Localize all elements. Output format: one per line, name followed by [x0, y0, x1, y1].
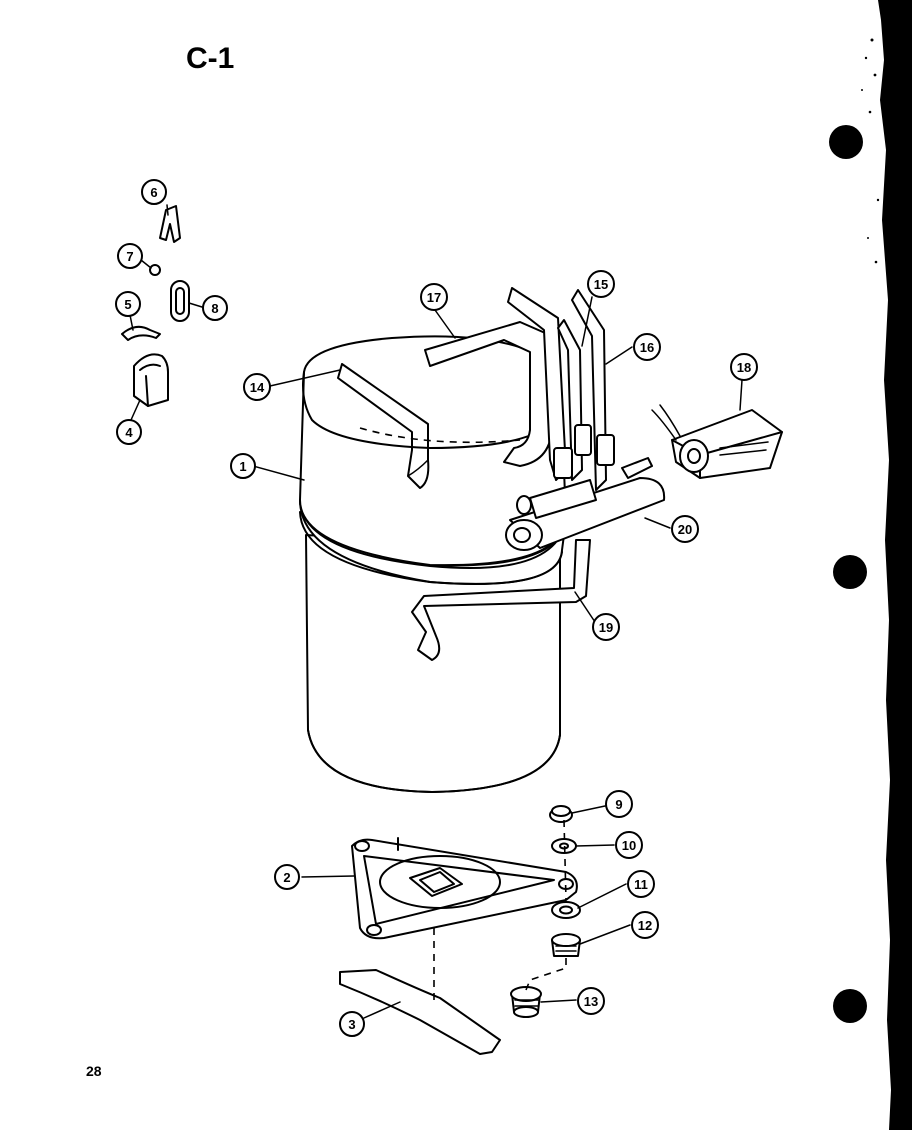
svg-text:10: 10	[622, 838, 636, 853]
svg-text:3: 3	[348, 1017, 355, 1032]
callout-18: 18	[730, 353, 758, 381]
bracket-strap-part	[339, 969, 501, 1055]
compressor-body	[299, 335, 567, 793]
callout-4: 4	[116, 419, 142, 445]
page-number: 28	[86, 1063, 102, 1079]
callout-10: 10	[615, 831, 643, 859]
svg-text:4: 4	[125, 425, 133, 440]
callout-12: 12	[631, 911, 659, 939]
punch-hole-top	[829, 125, 863, 159]
page-title: C-1	[186, 42, 234, 75]
terminal-cover-part	[133, 353, 169, 407]
svg-text:16: 16	[640, 340, 654, 355]
svg-text:9: 9	[615, 797, 622, 812]
base-plate-part	[351, 837, 578, 940]
svg-text:17: 17	[427, 290, 441, 305]
svg-text:11: 11	[634, 877, 648, 892]
svg-text:14: 14	[250, 380, 265, 395]
callout-9: 9	[605, 790, 633, 818]
callout-16: 16	[633, 333, 661, 361]
callout-17: 17	[420, 283, 448, 311]
svg-text:15: 15	[594, 277, 608, 292]
callout-11: 11	[627, 870, 655, 898]
terminal-box-part	[651, 404, 783, 479]
punch-hole-bottom	[833, 989, 867, 1023]
callout-3: 3	[339, 1011, 365, 1037]
alignment-line-grommet-lower	[525, 958, 567, 991]
leader-lines	[129, 204, 743, 1019]
svg-text:6: 6	[150, 185, 157, 200]
svg-text:7: 7	[126, 249, 133, 264]
svg-text:8: 8	[211, 301, 218, 316]
callout-13: 13	[577, 987, 605, 1015]
callout-5: 5	[115, 291, 141, 317]
svg-text:2: 2	[283, 870, 290, 885]
gasket-inner	[175, 287, 185, 315]
callout-20: 20	[671, 515, 699, 543]
callout-14: 14	[243, 373, 271, 401]
svg-text:19: 19	[599, 620, 613, 635]
callout-19: 19	[592, 613, 620, 641]
punch-hole-middle	[833, 555, 867, 589]
callout-1: 1	[230, 453, 256, 479]
callout-2: 2	[274, 864, 300, 890]
clip-part	[159, 205, 181, 243]
svg-text:12: 12	[638, 918, 652, 933]
grommet-stack	[510, 805, 581, 1018]
svg-text:1: 1	[239, 459, 246, 474]
scan-speckles	[861, 38, 880, 264]
svg-text:18: 18	[737, 360, 751, 375]
nut-part	[149, 264, 161, 276]
svg-text:20: 20	[678, 522, 692, 537]
svg-text:13: 13	[584, 994, 598, 1009]
callout-6: 6	[141, 179, 167, 205]
callout-8: 8	[202, 295, 228, 321]
callout-7: 7	[117, 243, 143, 269]
callout-15: 15	[587, 270, 615, 298]
alignment-line-grommet	[563, 819, 567, 901]
tubing	[337, 287, 666, 661]
svg-text:5: 5	[124, 297, 131, 312]
